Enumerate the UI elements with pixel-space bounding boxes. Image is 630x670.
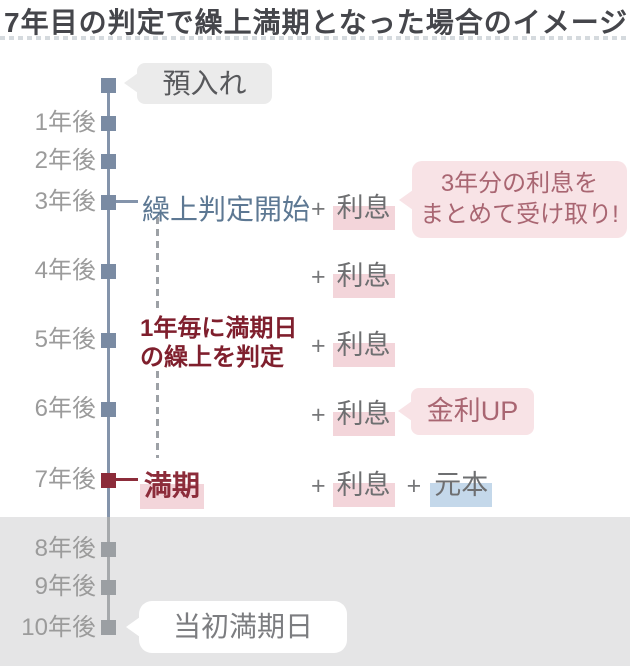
rate-up-label: 金利UP: [426, 396, 519, 426]
plus-sign: +: [406, 472, 422, 500]
year-label-1: 1年後: [34, 109, 96, 136]
marker-year-3: [101, 195, 116, 210]
payout-row-year-7: +利息+元本: [311, 463, 493, 507]
year-label-10: 10年後: [21, 614, 96, 641]
marker-year-10: [101, 620, 116, 635]
connector-judgement-start: [116, 200, 138, 203]
page-title: 7年目の判定で繰上満期となった場合のイメージ: [4, 7, 629, 38]
year-label-8: 8年後: [34, 535, 96, 562]
marker-year-5: [101, 333, 116, 348]
plus-sign: +: [311, 472, 326, 500]
plus-sign: +: [311, 263, 326, 291]
year-label-7: 7年後: [34, 466, 96, 493]
bubble-pointer-left-icon: [398, 401, 412, 421]
year-label-3: 3年後: [34, 188, 96, 215]
payout-row-year-4: +利息: [311, 254, 395, 298]
bubble-pointer-left-icon: [126, 617, 140, 637]
marker-year-4: [101, 264, 116, 279]
rate-up-bubble: 金利UP: [398, 388, 534, 435]
year-label-5: 5年後: [34, 326, 96, 353]
judgement-guide-dashes-upper: [156, 217, 159, 311]
interest-chip: 利息: [332, 392, 395, 436]
principal-chip: 元本: [430, 463, 493, 507]
payout-row-year-6: +利息: [311, 392, 395, 436]
title-underline: [0, 36, 630, 40]
marker-year-2: [101, 154, 116, 169]
interest-chip: 利息: [332, 254, 395, 298]
marker-year-8: [101, 542, 116, 557]
judgement-guide-dashes-lower: [156, 371, 159, 458]
interest-chip: 利息: [332, 323, 395, 367]
year-label-6: 6年後: [34, 395, 96, 422]
original-maturity-label: 当初満期日: [172, 611, 313, 642]
interest-chip: 利息: [332, 186, 395, 230]
timeline-line: [107, 82, 110, 517]
year-label-4: 4年後: [34, 257, 96, 284]
plus-sign: +: [311, 195, 326, 223]
payout-row-year-5: +利息: [311, 323, 395, 367]
interest-lump-bubble: 3年分の利息を まとめて受け取り!: [399, 161, 627, 238]
marker-year-9: [101, 580, 116, 595]
deposit-bubble: 預入れ: [124, 63, 272, 104]
bubble-pointer-left-icon: [124, 73, 138, 93]
judgement-note: 1年毎に満期日 の繰上を判定: [140, 315, 298, 371]
marker-year-6: [101, 402, 116, 417]
maturity-label: 満期: [140, 464, 205, 509]
marker-deposit: [101, 78, 116, 93]
marker-year-1: [101, 116, 116, 131]
judgement-start-label: 繰上判定開始: [142, 194, 311, 225]
interest-chip: 利息: [332, 463, 395, 507]
connector-maturity: [116, 478, 138, 481]
bubble-pointer-left-icon: [399, 190, 413, 210]
year-label-2: 2年後: [34, 147, 96, 174]
plus-sign: +: [311, 332, 326, 360]
payout-row-year-3: +利息: [311, 186, 395, 230]
year-label-9: 9年後: [34, 573, 96, 600]
marker-year-7-maturity: [101, 473, 116, 488]
deposit-label: 預入れ: [162, 68, 247, 99]
original-maturity-bubble: 当初満期日: [126, 601, 347, 653]
plus-sign: +: [311, 401, 326, 429]
timeline-line-grayed: [107, 517, 110, 629]
